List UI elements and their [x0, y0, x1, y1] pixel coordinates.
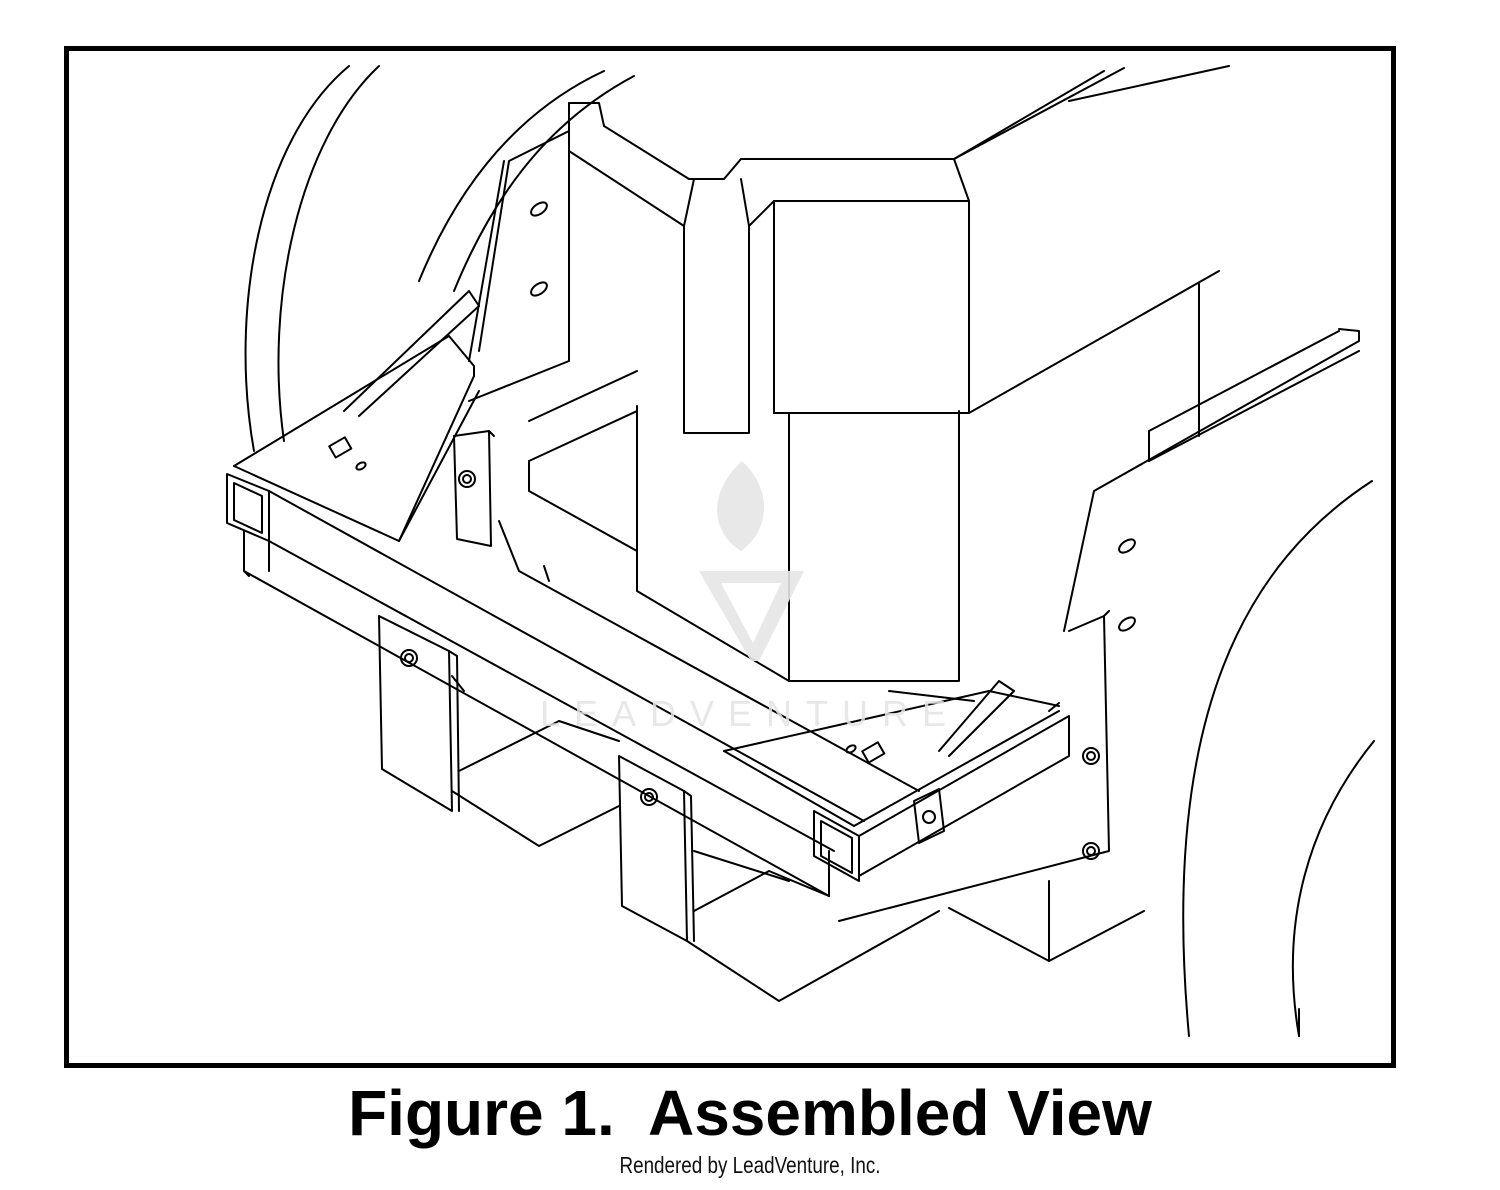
assembled-view-drawing: [226, 65, 1375, 1037]
left-vertical-plate: [468, 130, 570, 362]
front-center-hanger: [618, 755, 940, 1002]
tank-upper: [568, 65, 1230, 682]
right-top-plate: [723, 680, 1060, 827]
render-credit: Rendered by LeadVenture, Inc.: [619, 1152, 881, 1178]
main-crossbar: [243, 490, 865, 897]
right-tire: [1182, 480, 1375, 1037]
tank-lower: [468, 360, 960, 792]
left-top-plate: [233, 290, 480, 542]
left-bolt-tab: [453, 430, 495, 547]
front-left-hanger: [378, 615, 620, 847]
right-vertical-plate: [838, 328, 1360, 962]
figure-caption: Figure 1. Assembled View: [348, 1077, 1152, 1149]
left-tube-end: [226, 473, 270, 542]
figure-frame: [64, 46, 1396, 1068]
left-tire: [244, 65, 635, 452]
watermark-text: LEADVENTURE: [539, 693, 961, 734]
right-tube-end: [813, 702, 1070, 882]
flame-v-logo-icon: [699, 461, 804, 661]
